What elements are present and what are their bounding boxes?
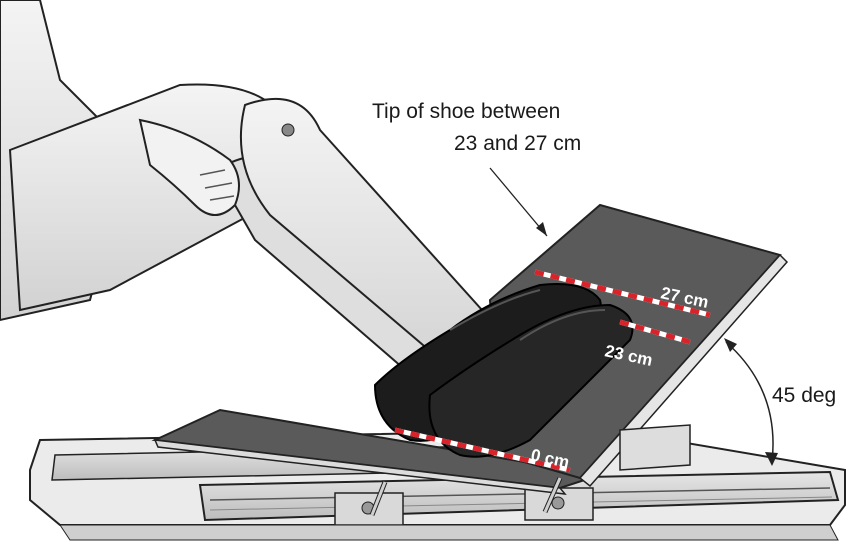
shoes bbox=[373, 283, 634, 458]
marker-line-0 bbox=[394, 427, 571, 473]
marker-line-27 bbox=[534, 269, 711, 318]
floor-board bbox=[151, 408, 601, 516]
callout-arrowhead bbox=[536, 222, 547, 236]
rear-rail bbox=[619, 424, 691, 471]
seated-figure bbox=[0, 0, 502, 402]
angle-label: 45 deg bbox=[772, 384, 836, 407]
callout-leader bbox=[489, 167, 548, 237]
angle-indicator bbox=[724, 338, 778, 466]
inclined-board bbox=[488, 203, 789, 488]
callout-line-1: Tip of shoe between bbox=[372, 100, 560, 123]
measurement-lines bbox=[394, 269, 711, 473]
marker-line-23 bbox=[619, 319, 691, 345]
callout-line-2: 23 and 27 cm bbox=[454, 132, 581, 155]
